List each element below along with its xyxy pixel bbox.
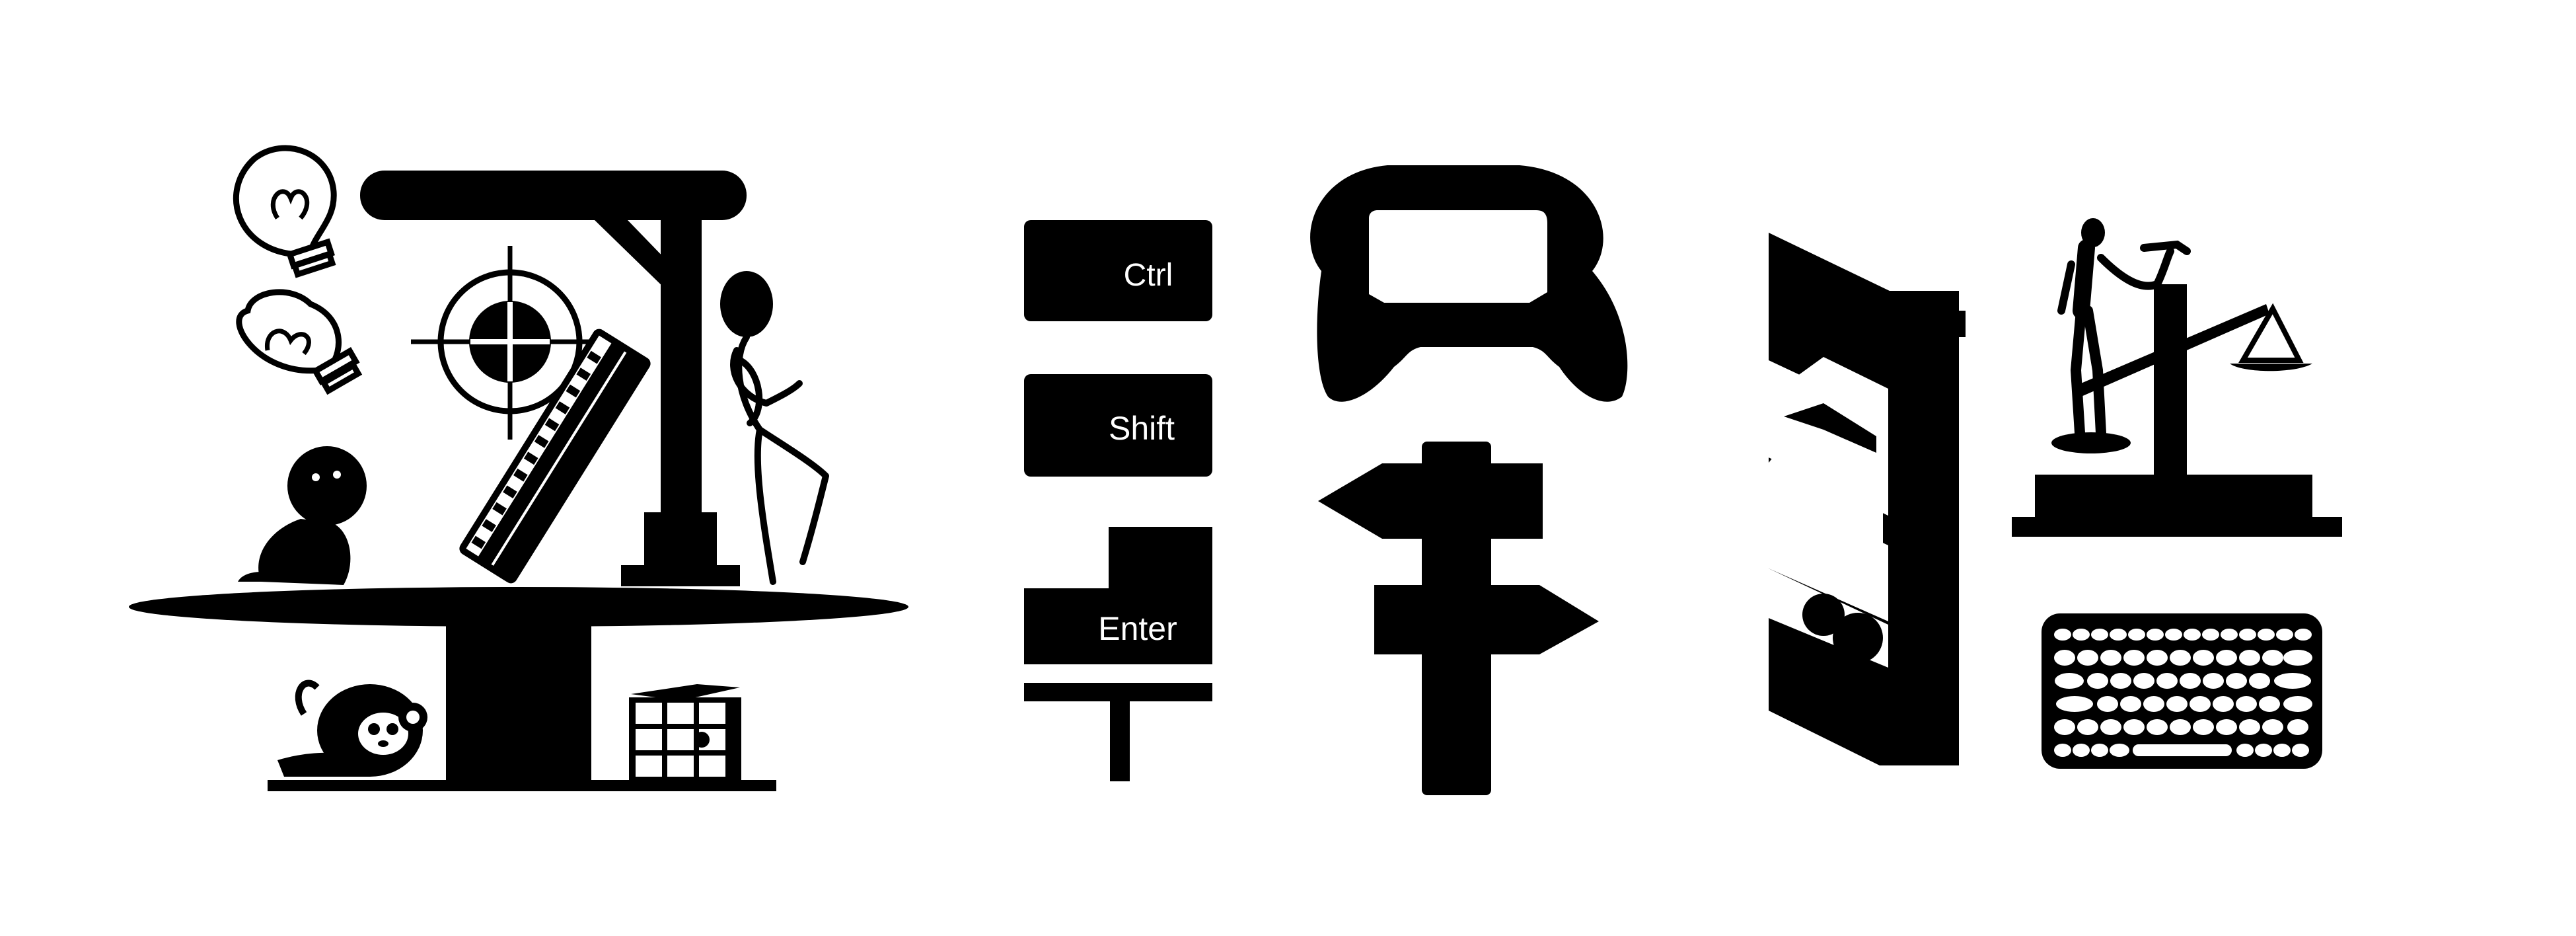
keyboard-row [2056,696,2312,712]
keyboard-row [2054,629,2312,641]
game-controller-icon [1310,165,1628,402]
stick-figure-icon [720,271,829,585]
table-base [268,615,776,791]
shift-key: Shift [1024,374,1212,477]
rubiks-cube-icon [629,684,741,783]
mannequin-scale-group [2012,218,2342,537]
enter-key: Enter [1024,527,1212,664]
art-mannequin-icon [2051,218,2191,453]
table-scene [129,145,908,791]
lightbulb-icon [233,145,337,278]
balance-scale-icon [2012,284,2342,537]
ctrl-key-label: Ctrl [1124,258,1173,293]
keyboard-row [2054,650,2312,666]
keyboard-row [2055,673,2311,689]
sitting-figure-icon [238,446,367,585]
shelf-icon [1769,233,1966,765]
shift-key-label: Shift [1109,410,1175,447]
keyboard-keys: Ctrl Shift Enter [1024,220,1212,781]
harmonica-icon [459,329,651,584]
enter-key-stand [1024,683,1212,781]
gallows-icon [360,171,747,586]
table-top [129,587,908,627]
signpost-icon [1318,442,1599,795]
lightbulb-icon [236,289,363,395]
hamster-icon [277,680,427,777]
crosshair-target-icon [411,246,611,440]
enter-key-label: Enter [1098,610,1177,647]
keyboard-row [2054,719,2308,735]
keyboard-icon [2042,613,2322,769]
keyboard-row [2054,744,2309,757]
ctrl-key: Ctrl [1024,220,1212,321]
